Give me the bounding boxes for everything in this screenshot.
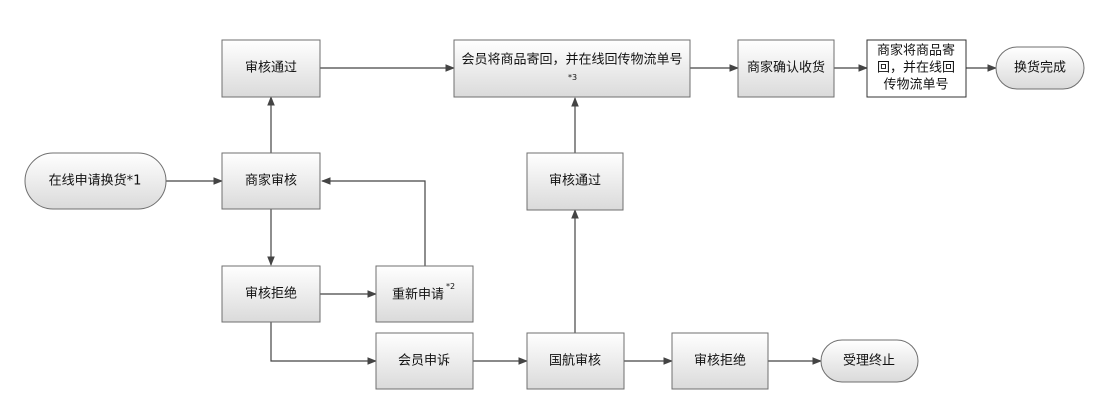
merchant-receive-label: 商家确认收货 [747, 60, 825, 76]
node-reapply: 重新申请 *2 [375, 265, 474, 323]
node-merchant-send: 商家将商品寄 回，并在线回 传物流单号 [866, 39, 967, 98]
approved-mid-label: 审核通过 [549, 174, 601, 189]
merchant-review-label: 商家审核 [245, 173, 297, 189]
edge-rejected-to-appeal [270, 322, 377, 365]
node-member-return: 会员将商品寄回，并在线回传物流单号 *3 [453, 39, 691, 98]
node-airline-review: 国航审核 [526, 332, 625, 390]
merchant-send-line2: 回，并在线回 [877, 61, 955, 76]
rejected-left-label: 审核拒绝 [245, 286, 297, 302]
node-member-appeal: 会员申诉 [375, 332, 474, 390]
node-approved-mid: 审核通过 [526, 152, 624, 211]
terminated-label: 受理终止 [843, 353, 895, 369]
edge-reapply-to-review [321, 177, 426, 266]
rejected-right-label: 审核拒绝 [694, 353, 746, 369]
exchange-done-label: 换货完成 [1014, 60, 1066, 76]
node-rejected-left: 审核拒绝 [221, 265, 321, 323]
merchant-send-line3: 传物流单号 [883, 78, 948, 93]
reapply-note: *2 [446, 282, 455, 291]
node-rejected-right: 审核拒绝 [671, 332, 769, 390]
apply-online-label: 在线申请换货*1 [49, 173, 142, 189]
node-merchant-receive: 商家确认收货 [737, 39, 835, 98]
airline-review-label: 国航审核 [549, 353, 601, 369]
node-approved-top: 审核通过 [221, 39, 321, 98]
flow-edges [166, 64, 997, 365]
member-appeal-label: 会员申诉 [398, 354, 450, 369]
node-merchant-review: 商家审核 [221, 152, 321, 210]
approved-top-label: 审核通过 [245, 61, 297, 76]
node-terminated: 受理终止 [820, 339, 919, 383]
node-exchange-done: 换货完成 [995, 46, 1085, 90]
member-return-label: 会员将商品寄回，并在线回传物流单号 [461, 52, 682, 68]
node-apply-online: 在线申请换货*1 [24, 152, 167, 210]
merchant-send-line1: 商家将商品寄 [877, 43, 955, 59]
reapply-label: 重新申请 [392, 287, 444, 303]
member-return-note: *3 [568, 73, 577, 82]
